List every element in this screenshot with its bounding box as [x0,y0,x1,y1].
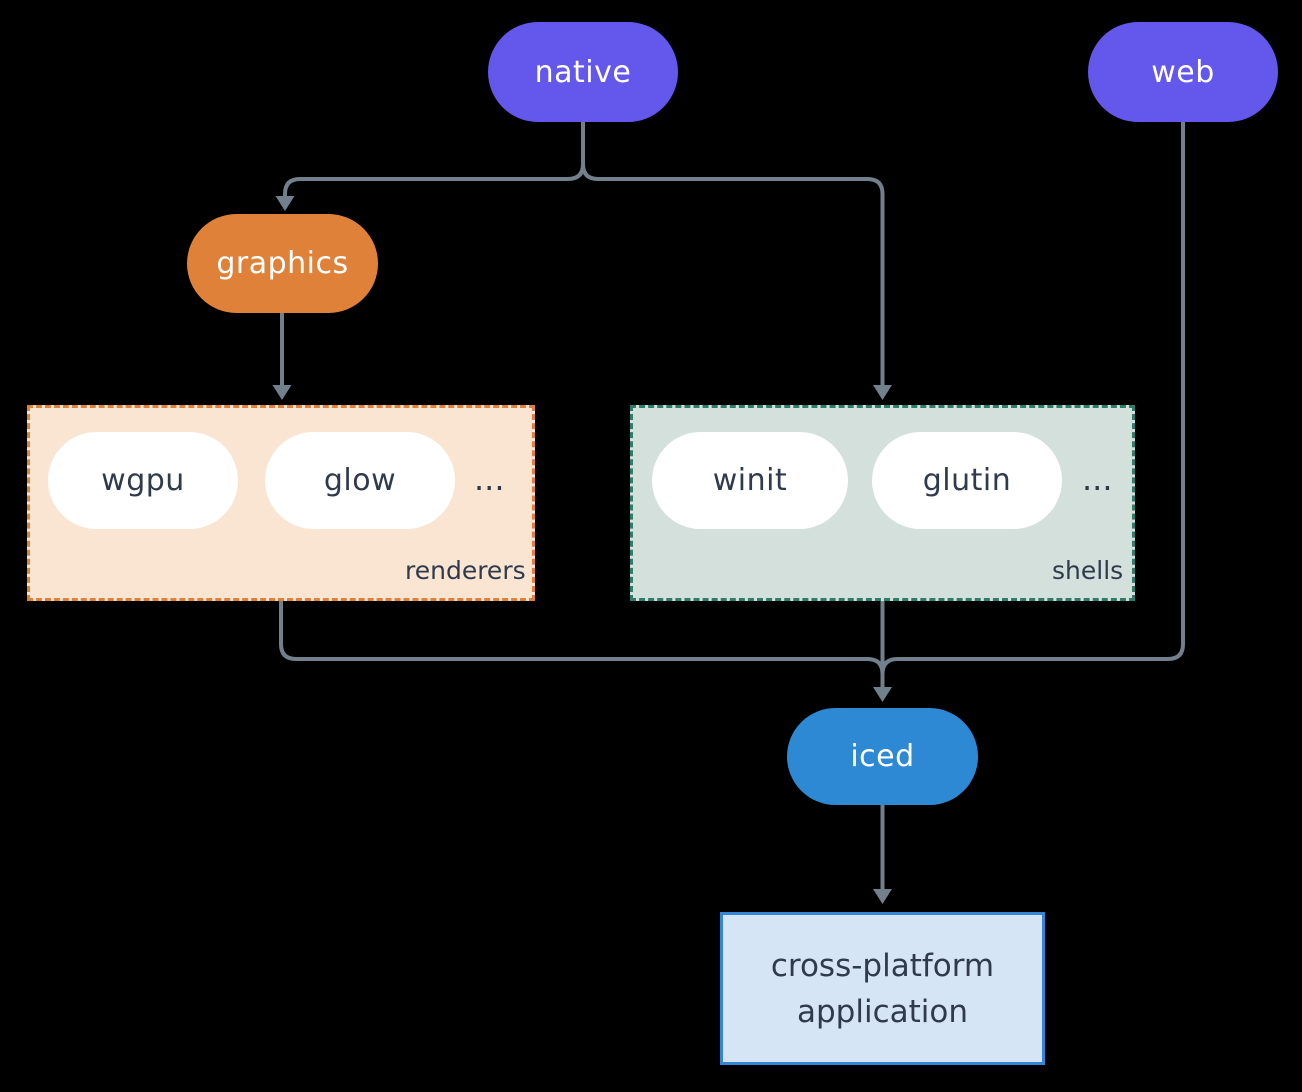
application-label-line2: application [797,993,968,1030]
edge-native-to-shells [581,122,885,386]
arrowhead-application [873,889,892,904]
application-label-line1: cross-platform [770,947,995,984]
arrowhead-shells [873,385,892,400]
node-wgpu: wgpu [48,432,238,529]
arrowhead-graphics [275,196,295,211]
edge-native-to-graphics [283,122,585,197]
node-winit: winit [652,432,848,529]
node-web: web [1088,22,1278,122]
node-iced: iced [787,708,978,805]
node-native: native [488,22,678,122]
shells-ellipsis: ... [1082,460,1113,498]
node-glutin: glutin [872,432,1062,529]
node-glow: glow [265,432,455,529]
node-graphics: graphics [187,214,378,313]
edge-renderers-to-iced [279,600,885,675]
arrowhead-iced [873,687,892,702]
renderers-ellipsis: ... [474,460,505,498]
group-shells-label: shells [1052,556,1124,585]
node-cross-platform-application: cross-platform application [720,912,1045,1065]
group-renderers-label: renderers [405,556,526,585]
arrowhead-renderers [272,385,292,400]
